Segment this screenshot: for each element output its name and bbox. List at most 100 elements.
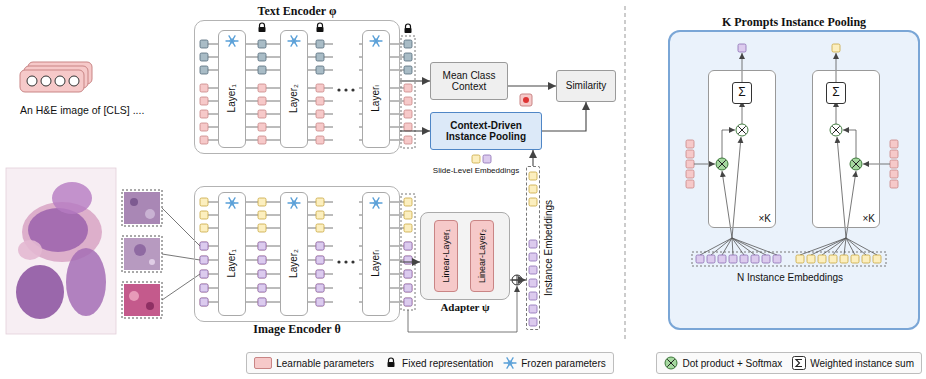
- token: [316, 97, 324, 105]
- flow-line: [846, 238, 866, 255]
- token: [258, 110, 266, 118]
- token: [718, 255, 726, 263]
- tissue-tiles: [122, 190, 162, 318]
- token: [829, 255, 837, 263]
- flow-line: [324, 88, 333, 89]
- frozen-icon: [226, 36, 238, 46]
- panel-fill: [708, 70, 776, 228]
- token: [818, 255, 826, 263]
- flow-line: [822, 238, 846, 255]
- layer-label: Layer₂: [288, 84, 300, 113]
- annotation-label: Slide-Level Embeddings: [433, 166, 519, 175]
- annotation-label: N Instance Embeddings: [737, 272, 843, 283]
- token: [529, 292, 537, 300]
- token: [807, 255, 815, 263]
- token: [862, 255, 870, 263]
- flow-line: [732, 238, 755, 255]
- connector-arrow: [400, 80, 430, 81]
- ellipsis-dot: [337, 88, 340, 91]
- token: [404, 136, 412, 144]
- token: [696, 255, 704, 263]
- token: [529, 279, 537, 287]
- token: [686, 140, 694, 148]
- box-label: Context-Driven Instance Pooling: [436, 120, 536, 143]
- token: [404, 97, 412, 105]
- product-symbol: [736, 124, 748, 136]
- token: [316, 211, 324, 219]
- flow-line: [324, 114, 333, 115]
- legend-box: Learnable parameters Fixed representation…: [246, 352, 614, 374]
- legend-item: Dot product + Softmax: [664, 356, 782, 370]
- flow-line: [324, 302, 333, 303]
- frozen-icon: [225, 196, 239, 210]
- token: [404, 211, 412, 219]
- flow-line: [324, 288, 333, 289]
- product-symbol: [665, 357, 677, 369]
- flow-line: [863, 164, 890, 165]
- legend-text: Frozen parameters: [521, 358, 605, 369]
- flow-line: [324, 246, 333, 247]
- token: [762, 255, 770, 263]
- token: [729, 255, 737, 263]
- linear-layer: Linear-Layer₂: [470, 220, 494, 292]
- frozen-icon: [225, 34, 239, 48]
- token: [316, 242, 324, 250]
- legend-text: Learnable parameters: [276, 358, 374, 369]
- layer-label: Layer₁: [226, 84, 238, 112]
- token: [316, 224, 324, 232]
- divider-line: [625, 6, 626, 342]
- token: [404, 242, 412, 250]
- flow-line: [837, 137, 846, 238]
- token: [404, 284, 412, 292]
- token: [258, 256, 266, 264]
- token: [890, 150, 898, 158]
- legend-item: Fixed representation: [384, 356, 493, 370]
- linear-layer: Linear-Layer₁: [434, 220, 458, 292]
- token: [529, 266, 537, 274]
- output-frame: [401, 194, 415, 310]
- token: [258, 270, 266, 278]
- frozen-icon: [370, 36, 382, 46]
- layer-block: Layer₂: [280, 192, 308, 316]
- frozen-icon: [287, 34, 301, 48]
- layer-block: Layer₁: [218, 192, 246, 316]
- frozen-icon: [370, 198, 382, 208]
- process-box: Similarity: [556, 70, 616, 102]
- token: [200, 256, 208, 264]
- token: [200, 211, 208, 219]
- flow-line: [324, 202, 333, 203]
- layer-label: Layerₗ: [370, 85, 382, 112]
- flow-line: [722, 238, 732, 255]
- token: [258, 66, 266, 74]
- box-label: Similarity: [566, 80, 607, 92]
- token: [200, 110, 208, 118]
- token: [890, 170, 898, 178]
- token: [404, 298, 412, 306]
- token: [404, 270, 412, 278]
- token: [200, 284, 208, 292]
- token: [316, 66, 324, 74]
- token: [404, 256, 412, 264]
- product-symbol: [716, 158, 728, 170]
- token: [316, 136, 324, 144]
- connector-arrow: [508, 85, 556, 86]
- token: [200, 298, 208, 306]
- prompt-card: [20, 70, 84, 92]
- lock-icon: [405, 24, 412, 33]
- legend-sample: [503, 356, 517, 370]
- panel-title: Adapter ψ: [440, 301, 489, 314]
- flow-line: [324, 228, 333, 229]
- prompt-token: [55, 76, 65, 86]
- encoder-panel: Image Encoder θLayer₁Layer₂Layerₗ: [194, 186, 400, 322]
- column-label: Instance Embeddings: [543, 200, 555, 296]
- token: [472, 155, 480, 163]
- token: [890, 160, 898, 168]
- layer-label: Layerₗ: [370, 250, 382, 277]
- token: [404, 242, 412, 250]
- connector-arrow: [532, 150, 533, 166]
- token: [316, 53, 324, 61]
- pooling-panel: K Prompts Instance Pooling×KΣ×KΣ: [668, 30, 920, 330]
- lock-icon: [259, 23, 266, 32]
